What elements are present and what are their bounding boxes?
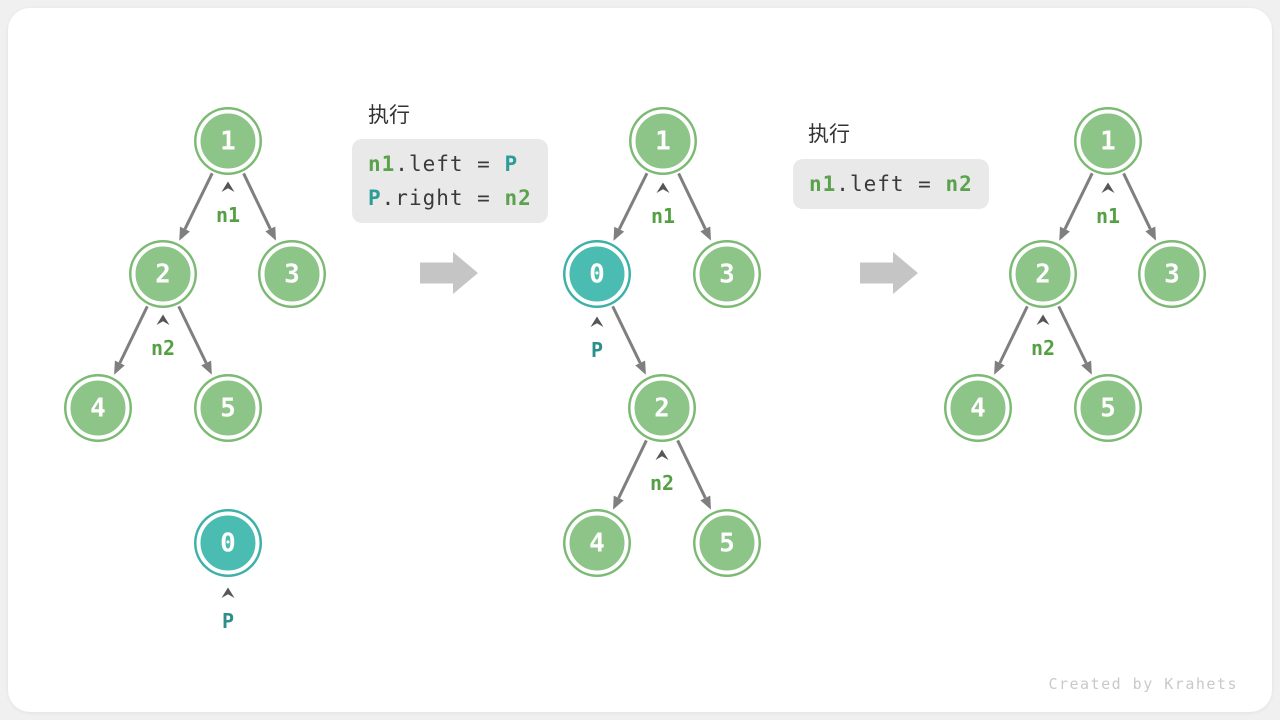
- edge-arrowhead-icon: [265, 226, 276, 241]
- edge-arrowhead-icon: [179, 226, 190, 241]
- tree-edge: [1122, 172, 1152, 230]
- edge-arrowhead-icon: [1059, 226, 1070, 241]
- edge-arrowhead-icon: [635, 360, 646, 375]
- tree-edge: [1057, 305, 1088, 364]
- tree-edge: [242, 172, 272, 230]
- edge-arrowhead-icon: [700, 226, 711, 241]
- tree-edge: [1063, 172, 1094, 230]
- pointer-caret-icon: [1101, 182, 1115, 193]
- edge-arrowhead-icon: [613, 226, 625, 241]
- edge-arrowhead-icon: [201, 360, 212, 375]
- tree-edge: [118, 305, 149, 364]
- tree-edge: [617, 172, 649, 230]
- pointer-caret-icon: [656, 182, 670, 193]
- edge-arrowhead-icon: [700, 495, 711, 510]
- tree-edge: [676, 439, 707, 499]
- pointer-caret-icon: [655, 449, 669, 460]
- watermark: Created by Krahets: [1048, 675, 1238, 693]
- pointer-caret-icon: [590, 316, 604, 327]
- edge-arrowhead-icon: [613, 495, 624, 510]
- pointer-caret-icon: [221, 181, 235, 192]
- tree-edge: [177, 305, 208, 364]
- tree-edge: [611, 305, 642, 364]
- pointer-caret-icon: [156, 314, 170, 325]
- pointer-caret-icon: [221, 587, 235, 598]
- tree-edge: [677, 172, 707, 230]
- tree-edge: [998, 305, 1029, 364]
- pointer-caret-icon: [1036, 314, 1050, 325]
- edge-arrowhead-icon: [994, 360, 1005, 375]
- edge-arrowhead-icon: [114, 360, 125, 375]
- transition-arrow-icon: [860, 252, 918, 294]
- edge-arrowhead-icon: [1145, 226, 1156, 241]
- tree-edge: [617, 439, 648, 499]
- transition-arrow-icon: [420, 252, 478, 294]
- edge-arrowhead-icon: [1081, 360, 1092, 375]
- tree-edge: [183, 172, 214, 230]
